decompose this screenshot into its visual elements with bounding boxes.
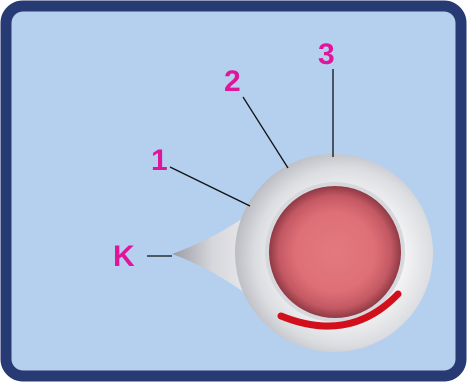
label-k: K <box>113 240 135 273</box>
label-3: 3 <box>318 38 335 71</box>
inner-circle <box>269 186 401 318</box>
label-1: 1 <box>151 144 168 177</box>
label-2: 2 <box>224 65 241 98</box>
